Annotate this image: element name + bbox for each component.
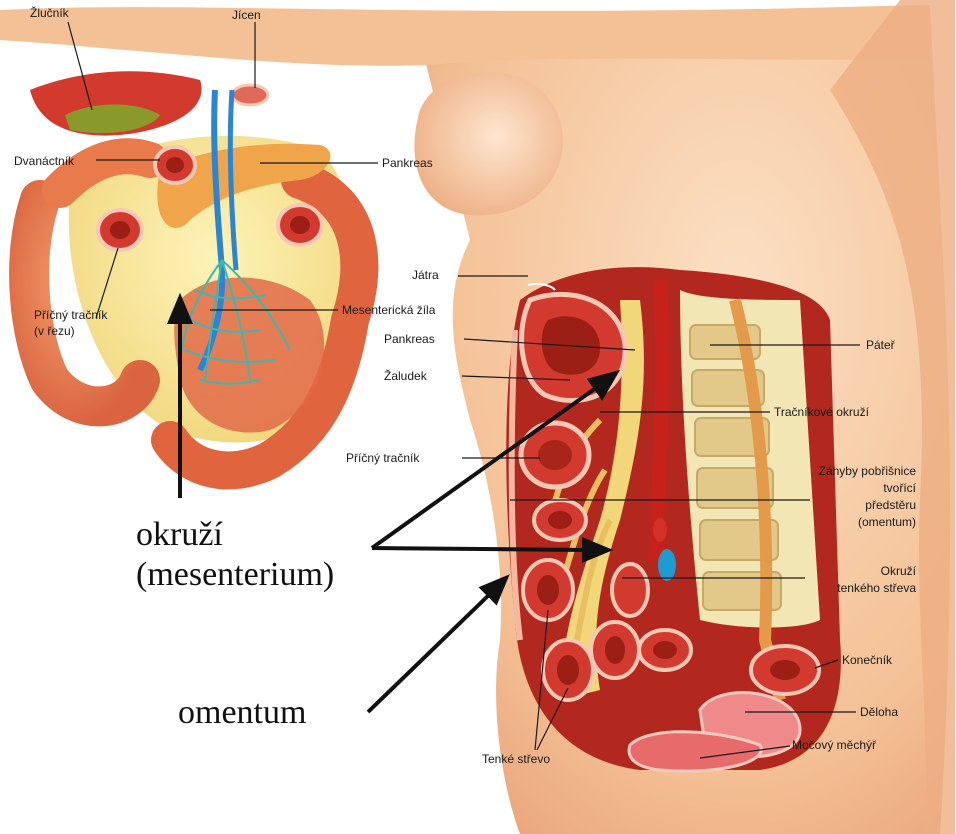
label-rectum: Konečník <box>842 653 892 667</box>
label-esophagus: Jícen <box>232 8 261 22</box>
label-okruzi-big: okruží <box>136 516 223 554</box>
label-transverse-colon-top-1: Příčný tračník <box>34 308 107 322</box>
label-gallbladder: Žlučník <box>30 6 69 20</box>
label-small-intestine-mesentery-2: tenkého střeva <box>766 581 916 595</box>
label-transverse-colon-side: Příčný tračník <box>346 451 419 465</box>
label-peritoneal-folds-3: předstěru <box>766 498 916 512</box>
label-pancreas-side: Pankreas <box>384 332 435 346</box>
label-uterus: Děloha <box>860 705 898 719</box>
label-mesenterium-big: (mesenterium) <box>136 556 334 594</box>
label-liver: Játra <box>412 268 439 282</box>
label-transverse-colon-top-2: (v řezu) <box>34 324 75 338</box>
label-small-intestine-mesentery-1: Okruží <box>766 564 916 578</box>
label-peritoneal-folds-2: tvořící <box>766 481 916 495</box>
label-peritoneal-folds-4: (omentum) <box>766 515 916 529</box>
label-mesenteric-vein: Mesenterická žíla <box>342 303 435 317</box>
label-bladder: Močový měchýř <box>792 738 876 752</box>
label-pancreas-top: Pankreas <box>382 156 433 170</box>
label-small-intestine: Tenké střevo <box>482 752 550 766</box>
label-spine: Páteř <box>866 338 895 352</box>
label-stomach: Žaludek <box>384 369 427 383</box>
label-peritoneal-folds-1: Záhyby pobřišnice <box>766 464 916 478</box>
label-duodenum: Dvanáctník <box>14 154 74 168</box>
label-colon-mesentery: Tračníkové okruží <box>774 405 869 419</box>
abdominal-organs-illustration <box>29 71 359 470</box>
label-omentum-big: omentum <box>178 694 306 732</box>
